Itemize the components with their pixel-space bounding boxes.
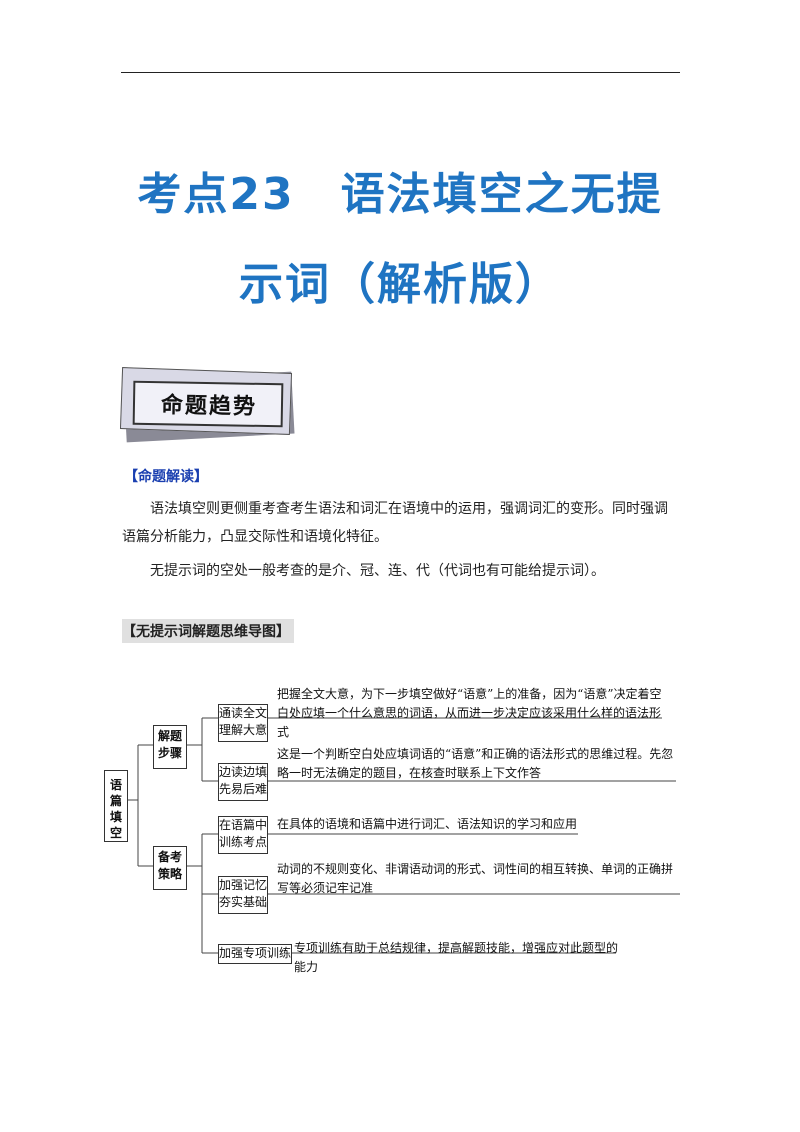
mindmap-root: 语篇填空: [104, 770, 128, 842]
mindmap-desc-read-fill: 这是一个判断空白处应填词语的“语意”和正确的语法形式的思维过程。先忽略一时无法确…: [277, 747, 674, 780]
paragraph-interpretation: 语法填空则更侧重考查考生语法和词汇在语境中的运用，强调词汇的变形。同时强调语篇分…: [122, 501, 668, 545]
section-heading-mindmap: 【无提示词解题思维导图】: [122, 619, 294, 643]
mindmap-desc-read-whole: 把握全文大意，为下一步填空做好“语意”上的准备，因为“语意”决定着空白处应填一个…: [277, 687, 662, 739]
header-rule: [121, 72, 680, 73]
mindmap-desc-memory: 动词的不规则变化、非谓语动词的形式、词性间的相互转换、单词的正确拼写等必须记牢记…: [277, 862, 674, 895]
mindmap-leaf-read-fill: 边读边填先易后难: [218, 763, 268, 801]
paragraph-focus: 无提示词的空处一般考查的是介、冠、连、代（代词也有可能给提示词）。: [150, 563, 605, 579]
mindmap-branch-strategy: 备考策略: [153, 846, 187, 890]
page-title-line1: 考点23 语法填空之无提: [137, 169, 663, 220]
mindmap-desc-train-context: 在具体的语境和语篇中进行词汇、语法知识的学习和应用: [277, 817, 578, 831]
mindmap-leaf-read-whole: 通读全文理解大意: [218, 704, 268, 742]
section-heading-interpretation: 【命题解读】: [124, 469, 208, 485]
mindmap-branch-steps: 解题步骤: [153, 725, 187, 769]
mindmap-leaf-memory: 加强记忆夯实基础: [218, 876, 268, 914]
page-title-line2: 示词（解析版）: [239, 259, 561, 310]
mindmap-leaf-special-training: 加强专项训练: [218, 944, 292, 964]
mindmap-desc-special-training: 专项训练有助于总结规律，提高解题技能，增强应对此题型的能力: [294, 941, 619, 974]
mindmap-leaf-train-context: 在语篇中训练考点: [218, 816, 268, 854]
